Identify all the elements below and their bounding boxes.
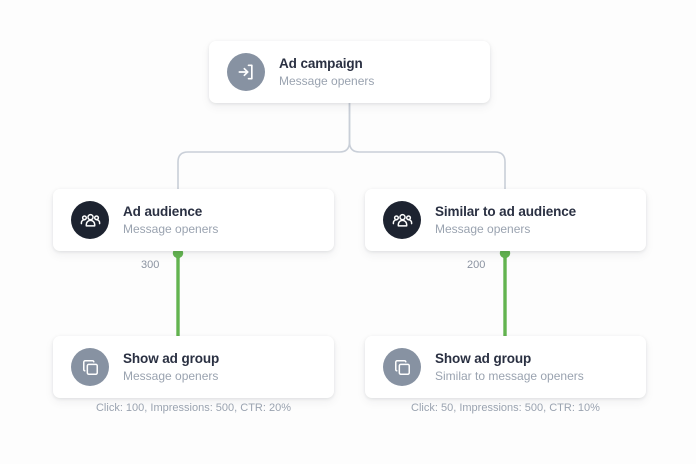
stats-caption-left: Click: 100, Impressions: 500, CTR: 20% <box>95 402 292 414</box>
node-subtitle: Message openers <box>123 369 219 383</box>
node-text: Similar to ad audience Message openers <box>435 203 576 237</box>
node-text: Show ad group Message openers <box>123 350 219 384</box>
node-text: Ad audience Message openers <box>123 203 218 237</box>
node-show-ad-group-left[interactable]: Show ad group Message openers <box>53 336 334 398</box>
edge-label-left: 300 <box>141 259 160 271</box>
node-title: Ad audience <box>123 204 203 219</box>
layers-icon <box>71 348 109 386</box>
node-subtitle: Message openers <box>435 222 531 236</box>
node-subtitle: Similar to message openers <box>435 369 584 383</box>
connector-root-to-right-audience <box>348 103 506 189</box>
node-title: Show ad group <box>123 351 220 366</box>
login-arrow-icon <box>227 53 265 91</box>
people-group-icon <box>71 201 109 239</box>
node-ad-audience[interactable]: Ad audience Message openers <box>53 189 334 251</box>
edge-label-right: 200 <box>467 259 486 271</box>
connector-root-to-left-audience <box>177 103 351 189</box>
node-title: Ad campaign <box>279 56 363 71</box>
layers-icon <box>383 348 421 386</box>
node-similar-to-ad-audience[interactable]: Similar to ad audience Message openers <box>365 189 646 251</box>
node-text: Show ad group Similar to message openers <box>435 350 584 384</box>
node-title: Similar to ad audience <box>435 204 577 219</box>
stats-caption-right: Click: 50, Impressions: 500, CTR: 10% <box>411 402 600 414</box>
node-title: Show ad group <box>435 351 532 366</box>
people-group-icon <box>383 201 421 239</box>
node-text: Ad campaign Message openers <box>279 55 374 89</box>
node-show-ad-group-right[interactable]: Show ad group Similar to message openers <box>365 336 646 398</box>
node-ad-campaign[interactable]: Ad campaign Message openers <box>209 41 490 103</box>
node-subtitle: Message openers <box>279 74 375 88</box>
node-subtitle: Message openers <box>123 222 219 236</box>
